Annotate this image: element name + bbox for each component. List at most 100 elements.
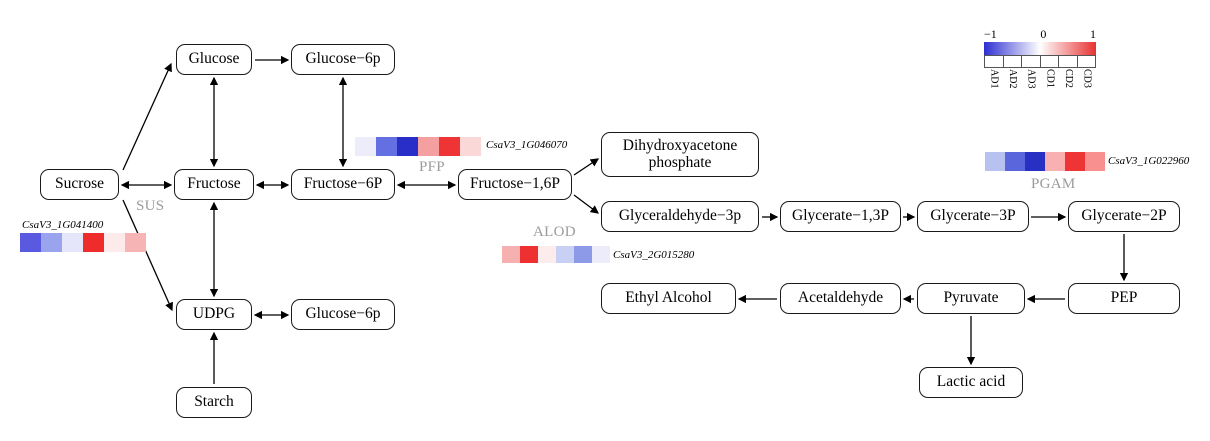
- heatmap-alod: [502, 246, 610, 263]
- enzyme-label-alod: ALOD: [533, 224, 576, 240]
- node-glucose: Glucose: [176, 44, 252, 75]
- node-ethyl-alcohol: Ethyl Alcohol: [601, 283, 736, 314]
- node-label: Glycerate−1,3P: [792, 207, 889, 225]
- heatmap-cell: [1045, 152, 1065, 171]
- gene-id-label: CsaV3_1G041400: [22, 219, 104, 231]
- legend-column-label: CD2: [1063, 69, 1075, 88]
- node-label: Fructose−1,6P: [469, 175, 561, 193]
- node-label: Fructose: [187, 175, 241, 193]
- node-label: Glucose−6p: [305, 50, 381, 68]
- node-fructose-6p: Fructose−6P: [291, 169, 395, 200]
- node-glycerate-3p: Glycerate−3P: [917, 201, 1029, 232]
- legend-column-label: AD3: [1025, 69, 1037, 89]
- node-label: Glycerate−2P: [1081, 207, 1167, 225]
- legend-tick-labels: −1 0 1: [984, 27, 1096, 42]
- node-label: Glyceraldehyde−3p: [618, 207, 742, 225]
- node-label: Dihydroxyacetone phosphate: [622, 137, 738, 171]
- node-glyceraldehyde-3p: Glyceraldehyde−3p: [601, 201, 759, 232]
- heatmap-cell: [1085, 152, 1105, 171]
- node-acetaldehyde: Acetaldehyde: [780, 283, 901, 314]
- legend-column: AD1: [984, 69, 1003, 88]
- enzyme-label-pgam: PGAM: [1031, 176, 1076, 192]
- heatmap-cell: [460, 137, 481, 156]
- heatmap-cell: [41, 233, 62, 252]
- gene-id-label: CsaV3_1G022960: [1108, 155, 1190, 167]
- legend-column: AD3: [1021, 69, 1040, 88]
- arrow-fructose16p-dhap: [573, 158, 600, 176]
- arrow-sucrose-glucose: [122, 62, 172, 171]
- node-label: Starch: [194, 393, 234, 411]
- legend-cell: [1021, 55, 1041, 68]
- node-dihydroxyacetone-phosphate: Dihydroxyacetone phosphate: [601, 132, 759, 177]
- legend-column: CD3: [1077, 69, 1096, 88]
- legend-tick-max: 1: [1090, 27, 1096, 41]
- node-sucrose: Sucrose: [40, 169, 119, 200]
- legend-sample-cells: [984, 55, 1096, 68]
- heatmap-cell: [83, 233, 104, 252]
- legend-column-label: AD1: [988, 69, 1000, 89]
- heatmap-cell: [1005, 152, 1025, 171]
- node-fructose: Fructose: [174, 169, 254, 200]
- heatmap-cell: [20, 233, 41, 252]
- heatmap-cell: [376, 137, 397, 156]
- legend-column-label: AD2: [1007, 69, 1018, 89]
- node-glycerate-2p: Glycerate−2P: [1068, 201, 1180, 232]
- arrow-fructose16p-glyceraldehyde3p: [573, 194, 600, 214]
- heatmap-cell: [62, 233, 83, 252]
- legend-cell: [1039, 55, 1059, 68]
- heatmap-cell: [104, 233, 125, 252]
- node-glycerate-13p: Glycerate−1,3P: [780, 201, 901, 232]
- node-label: Glucose−6p: [305, 305, 381, 323]
- legend-cell: [1002, 55, 1022, 68]
- node-pyruvate: Pyruvate: [917, 283, 1025, 314]
- node-label: Pyruvate: [943, 289, 999, 307]
- heatmap-sus: [20, 233, 146, 252]
- node-starch: Starch: [176, 387, 252, 418]
- node-label: Glucose: [188, 50, 240, 68]
- node-pep: PEP: [1068, 283, 1180, 314]
- legend-cell: [1058, 55, 1078, 68]
- node-label: Acetaldehyde: [797, 289, 884, 307]
- heatmap-cell: [556, 246, 574, 263]
- node-glucose-6p-bottom: Glucose−6p: [291, 299, 395, 330]
- legend-column-label: CD1: [1044, 69, 1056, 88]
- legend-tick-min: −1: [984, 27, 997, 41]
- enzyme-label-sus: SUS: [136, 198, 165, 214]
- legend-cell: [984, 55, 1004, 68]
- heatmap-cell: [355, 137, 376, 156]
- gene-id-label: CsaV3_2G015280: [613, 249, 695, 261]
- heatmap-cell: [418, 137, 439, 156]
- heatmap-cell: [574, 246, 592, 263]
- node-label: Fructose−6P: [303, 175, 383, 193]
- color-scale-legend: −1 0 1 AD1 AD2 AD3 CD1 CD2 CD3: [984, 27, 1096, 88]
- heatmap-cell: [1065, 152, 1085, 171]
- legend-column: CD2: [1059, 69, 1078, 88]
- heatmap-cell: [520, 246, 538, 263]
- legend-column: AD2: [1003, 69, 1022, 88]
- legend-tick-mid: 0: [1040, 27, 1047, 41]
- heatmap-cell: [397, 137, 418, 156]
- node-lactic-acid: Lactic acid: [919, 367, 1023, 398]
- heatmap-cell: [985, 152, 1005, 171]
- heatmap-pgam: [985, 152, 1105, 171]
- heatmap-cell: [538, 246, 556, 263]
- heatmap-cell: [1025, 152, 1045, 171]
- node-label: PEP: [1110, 289, 1138, 307]
- node-label: Sucrose: [54, 175, 105, 193]
- heatmap-cell: [592, 246, 610, 263]
- node-label: UDPG: [192, 305, 236, 323]
- legend-gradient-bar: [984, 42, 1096, 55]
- node-fructose-16p: Fructose−1,6P: [458, 169, 572, 200]
- node-label: Ethyl Alcohol: [625, 289, 712, 307]
- heatmap-pfp: [355, 137, 481, 156]
- heatmap-cell: [125, 233, 146, 252]
- legend-column-label: CD3: [1081, 69, 1093, 88]
- legend-cell: [1076, 55, 1096, 68]
- node-glucose-6p-top: Glucose−6p: [291, 44, 395, 75]
- enzyme-label-pfp: PFP: [419, 159, 445, 175]
- node-udpg: UDPG: [176, 299, 252, 330]
- node-label: Glycerate−3P: [930, 207, 1016, 225]
- gene-id-label: CsaV3_1G046070: [486, 139, 568, 151]
- node-label: Lactic acid: [936, 373, 1006, 391]
